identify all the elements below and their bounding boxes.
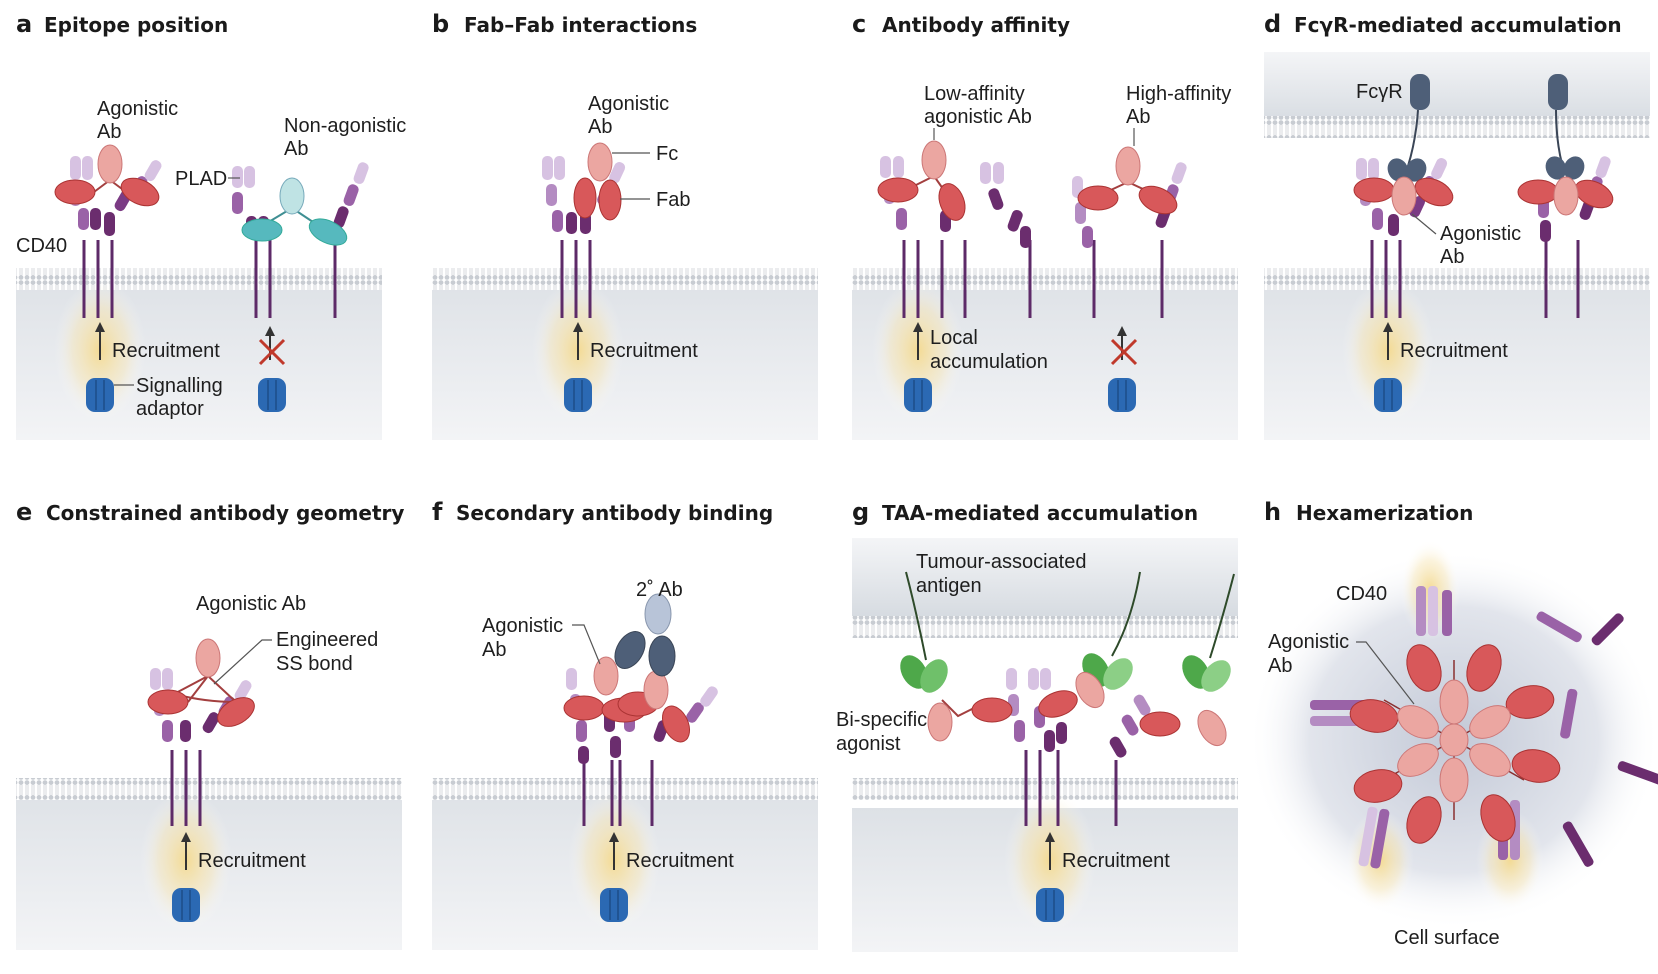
- panel-h: h Hexamerization: [1248, 498, 1658, 949]
- panel-letter: d: [1264, 10, 1281, 38]
- signalling-adaptor: [564, 378, 592, 412]
- tumour-associated-antigens: [905, 571, 1235, 661]
- panel-letter: c: [852, 10, 866, 38]
- panel-letter: h: [1264, 498, 1281, 526]
- label-high-affinity-1: High-affinity: [1126, 83, 1231, 105]
- agonistic-antibody: [1353, 176, 1614, 216]
- label-low-affinity-1: Low-affinity: [924, 83, 1025, 105]
- label-signalling-2: adaptor: [136, 398, 204, 420]
- label-agonistic-ab-2: Ab: [1440, 246, 1464, 268]
- label-signalling-1: Signalling: [136, 375, 223, 397]
- panel-letter: f: [432, 498, 443, 526]
- fcgr-receptor: [1387, 74, 1585, 182]
- label-high-affinity-2: Ab: [1126, 106, 1150, 128]
- panel-title: Antibody affinity: [882, 13, 1070, 37]
- label-agonistic-ab-2: Ab: [588, 116, 612, 138]
- label-fc: Fc: [656, 143, 678, 165]
- cell-membrane: [852, 268, 1238, 290]
- label-local-accumulation-2: accumulation: [930, 351, 1048, 373]
- signalling-adaptor: [600, 888, 628, 922]
- cell-membrane: [16, 268, 382, 290]
- agonistic-antibody: [563, 656, 691, 743]
- label-engineered-1: Engineered: [276, 629, 378, 651]
- label-recruitment: Recruitment: [112, 340, 220, 362]
- bispecific-agonist: [927, 671, 1227, 747]
- label-engineered-2: SS bond: [276, 653, 353, 675]
- immune-cell-membrane: [1264, 116, 1650, 138]
- label-local-accumulation-1: Local: [930, 327, 978, 349]
- label-fcgr: FcγR: [1356, 81, 1403, 103]
- panel-title: TAA-mediated accumulation: [882, 501, 1198, 525]
- panel-c: c Antibody affinity: [852, 10, 1238, 440]
- panel-title: Epitope position: [44, 13, 228, 37]
- tumour-cell-membrane: [852, 616, 1238, 638]
- panel-title: Fab–Fab interactions: [464, 13, 697, 37]
- label-low-affinity-2: agonistic Ab: [924, 106, 1032, 128]
- label-recruitment: Recruitment: [626, 850, 734, 872]
- panel-letter: g: [852, 498, 869, 526]
- label-non-agonistic-ab-1: Non-agonistic: [284, 115, 406, 137]
- label-recruitment: Recruitment: [590, 340, 698, 362]
- high-affinity-antibody: [1077, 146, 1178, 215]
- signalling-adaptor: [86, 378, 286, 412]
- cell-membrane: [16, 778, 402, 800]
- signalling-adaptor: [172, 888, 200, 922]
- immune-cell: [1264, 52, 1650, 128]
- panel-d: d FcγR-mediated accumulation: [1264, 10, 1650, 440]
- low-affinity-antibody: [877, 140, 966, 221]
- label-bispecific-2: agonist: [836, 733, 901, 755]
- signalling-adaptor: [1036, 888, 1064, 922]
- label-bispecific-1: Bi-specific: [836, 709, 927, 731]
- label-agonistic-ab-2: Ab: [1268, 655, 1292, 677]
- panel-title: Hexamerization: [1296, 501, 1473, 525]
- label-agonistic-ab-2: Ab: [97, 121, 121, 143]
- cytoplasm: [432, 272, 818, 440]
- panel-a: a Epitope position: [16, 10, 406, 440]
- label-recruitment: Recruitment: [198, 850, 306, 872]
- label-agonistic-ab-1: Agonistic: [588, 93, 669, 115]
- label-cd40: CD40: [1336, 583, 1387, 605]
- label-recruitment: Recruitment: [1062, 850, 1170, 872]
- panel-f: f Secondary antibody binding: [432, 498, 818, 950]
- panel-title: Constrained antibody geometry: [46, 501, 404, 525]
- agonistic-antibody: [147, 638, 255, 727]
- panel-letter: b: [432, 10, 449, 38]
- signalling-adaptor: [904, 378, 1136, 412]
- cell-membrane: [1264, 268, 1650, 290]
- label-fab: Fab: [656, 189, 690, 211]
- label-taa-1: Tumour-associated: [916, 551, 1086, 573]
- signalling-adaptor: [1374, 378, 1402, 412]
- label-agonistic-ab: Agonistic Ab: [196, 593, 306, 615]
- agonistic-antibody: [54, 144, 160, 207]
- label-agonistic-ab-1: Agonistic: [1268, 631, 1349, 653]
- label-agonistic-ab-1: Agonistic: [97, 98, 178, 120]
- label-agonistic-ab-1: Agonistic: [482, 615, 563, 637]
- label-taa-2: antigen: [916, 575, 982, 597]
- secondary-antibody: [614, 593, 676, 677]
- taa-domains: [900, 653, 1231, 693]
- label-cd40: CD40: [16, 235, 67, 257]
- cell-membrane: [432, 268, 818, 290]
- label-recruitment: Recruitment: [1400, 340, 1508, 362]
- label-agonistic-ab-2: Ab: [482, 639, 506, 661]
- panel-b: b Fab–Fab interactions Agonistic Ab Fc: [432, 10, 818, 440]
- panel-e: e Constrained antibody geometry: [16, 498, 404, 950]
- label-cell-surface: Cell surface: [1394, 927, 1500, 949]
- panel-title: FcγR-mediated accumulation: [1294, 13, 1622, 37]
- label-plad: PLAD: [175, 168, 227, 190]
- cytoplasm: [1264, 272, 1650, 440]
- panel-title: Secondary antibody binding: [456, 501, 773, 525]
- non-agonistic-antibody: [241, 177, 348, 246]
- label-agonistic-ab-1: Agonistic: [1440, 223, 1521, 245]
- label-secondary-ab: 2˚ Ab: [636, 579, 683, 601]
- panel-letter: a: [16, 10, 32, 38]
- tumour-cell: [852, 538, 1238, 620]
- label-non-agonistic-ab-2: Ab: [284, 138, 308, 160]
- panel-g: g TAA-mediated accumulation: [836, 498, 1238, 952]
- panel-letter: e: [16, 498, 32, 526]
- cell-membrane: [432, 778, 818, 800]
- agonistic-antibody: [573, 142, 622, 221]
- antibody-hexamer: [1349, 644, 1561, 844]
